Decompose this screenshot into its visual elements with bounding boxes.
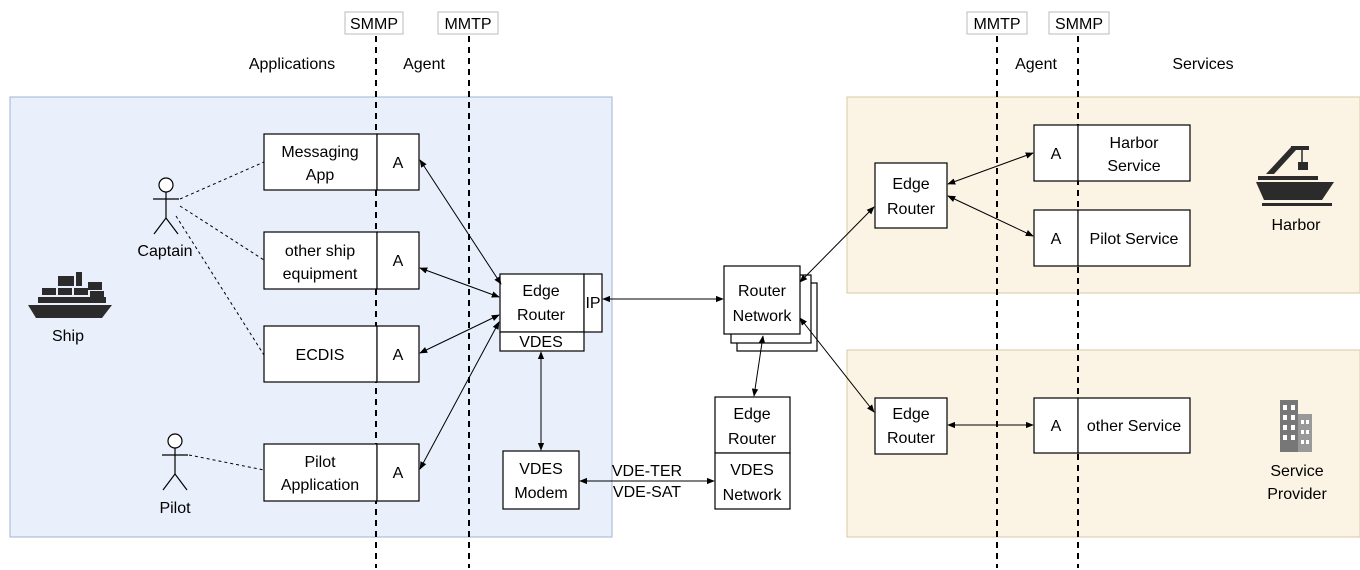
smmp-left-label: SMMP xyxy=(350,16,398,33)
svg-text:Edge: Edge xyxy=(892,176,929,193)
vdes-network-box[interactable]: VDES Network xyxy=(714,452,791,510)
vdes-network-edge-router[interactable]: Edge Router xyxy=(714,396,791,454)
agent-left-heading: Agent xyxy=(403,56,445,73)
svg-text:Router: Router xyxy=(887,201,936,218)
pilot-application-link xyxy=(188,454,265,471)
svg-text:Network: Network xyxy=(733,308,793,325)
svg-text:A: A xyxy=(1051,418,1062,435)
svg-text:other ship: other ship xyxy=(285,243,355,260)
pilot-application-box[interactable]: Pilot Application xyxy=(263,443,378,502)
applications-heading: Applications xyxy=(249,56,335,73)
mmtp-left-label-box xyxy=(437,11,499,35)
ship-router-vdes-port[interactable]: VDES xyxy=(499,331,585,352)
ecdis-box[interactable]: ECDIS xyxy=(263,325,378,383)
svg-text:VDES: VDES xyxy=(519,334,563,351)
ship-zone-label: Ship xyxy=(52,328,84,345)
svg-text:A: A xyxy=(1051,231,1062,248)
equipment-agent-box[interactable]: A xyxy=(376,231,420,290)
svg-text:Pilot: Pilot xyxy=(304,454,336,471)
other-service-box[interactable]: other Service xyxy=(1077,397,1191,454)
svg-text:Router: Router xyxy=(517,307,566,324)
harbor-service-box[interactable]: Harbor Service xyxy=(1077,124,1191,182)
vde-sat-label: VDE-SAT xyxy=(613,484,681,501)
cargo-ship-icon xyxy=(28,272,112,318)
svg-text:A: A xyxy=(393,465,404,482)
mmtp-right-label-box xyxy=(966,11,1028,35)
svg-text:A: A xyxy=(1051,146,1062,163)
svg-text:other Service: other Service xyxy=(1087,418,1181,435)
router-network-stack[interactable]: Router Network xyxy=(723,265,818,352)
services-heading: Services xyxy=(1172,56,1233,73)
svg-text:Router: Router xyxy=(738,283,787,300)
svg-text:VDES: VDES xyxy=(730,462,774,479)
router-network-to-harbor-router-arrow xyxy=(799,206,875,283)
smmp-left-label-box xyxy=(344,11,404,35)
svg-text:Router: Router xyxy=(728,431,777,448)
office-building-icon xyxy=(1280,400,1312,452)
captain-label: Captain xyxy=(137,243,192,260)
service-provider-label-line1: Service xyxy=(1270,463,1323,480)
captain-actor-icon xyxy=(153,177,179,235)
harbor-service-agent-box[interactable]: A xyxy=(1033,124,1079,182)
svg-text:A: A xyxy=(393,253,404,270)
pilot-service-box[interactable]: Pilot Service xyxy=(1077,209,1191,267)
harbor-edge-router[interactable]: Edge Router xyxy=(874,162,948,229)
svg-text:IP: IP xyxy=(585,295,600,312)
vdes-modem-box[interactable]: VDES Modem xyxy=(502,450,580,510)
svg-text:Application: Application xyxy=(281,477,359,494)
pilot-app-to-router-arrow xyxy=(419,321,500,470)
pilot-label: Pilot xyxy=(159,500,191,517)
router-network-to-vdes-network-arrow xyxy=(751,335,766,397)
equipment-to-router-arrow xyxy=(419,267,500,298)
messaging-app-box[interactable]: Messaging App xyxy=(263,133,378,191)
svg-text:equipment: equipment xyxy=(283,266,358,283)
svg-text:Edge: Edge xyxy=(733,406,770,423)
harbor-router-to-pilot-service-arrow xyxy=(947,195,1034,237)
svg-text:Modem: Modem xyxy=(514,485,567,502)
svg-text:Edge: Edge xyxy=(892,406,929,423)
other-service-agent-box[interactable]: A xyxy=(1033,397,1079,454)
svg-text:Network: Network xyxy=(723,487,783,504)
svg-text:VDES: VDES xyxy=(519,461,563,478)
ship-router-ip-port[interactable]: IP xyxy=(583,273,603,333)
svg-text:Harbor: Harbor xyxy=(1110,135,1160,152)
agent-right-heading: Agent xyxy=(1015,56,1057,73)
vde-ter-label: VDE-TER xyxy=(612,463,682,480)
provider-edge-router[interactable]: Edge Router xyxy=(874,397,948,455)
ecdis-agent-box[interactable]: A xyxy=(376,325,420,383)
router-network-to-provider-router-arrow xyxy=(799,317,875,413)
svg-text:A: A xyxy=(393,155,404,172)
other-equipment-box[interactable]: other ship equipment xyxy=(263,231,378,290)
captain-equipment-link xyxy=(179,205,265,261)
pilot-service-agent-box[interactable]: A xyxy=(1033,209,1079,267)
svg-text:App: App xyxy=(306,167,335,184)
svg-text:Service: Service xyxy=(1107,158,1160,175)
svg-text:Messaging: Messaging xyxy=(281,144,358,161)
mmtp-left-label: MMTP xyxy=(444,16,491,33)
svg-text:ECDIS: ECDIS xyxy=(296,347,345,364)
messaging-agent-box[interactable]: A xyxy=(376,133,420,191)
svg-text:Edge: Edge xyxy=(522,283,559,300)
harbor-router-to-harbor-service-arrow xyxy=(947,152,1034,185)
pilot-actor-icon xyxy=(162,433,188,491)
ship-edge-router[interactable]: Edge Router xyxy=(499,273,585,333)
svg-text:Router: Router xyxy=(887,430,936,447)
messaging-to-router-arrow xyxy=(419,159,502,285)
harbor-crane-ship-icon xyxy=(1256,146,1334,206)
svg-text:Pilot Service: Pilot Service xyxy=(1090,231,1179,248)
smmp-right-label-box xyxy=(1048,11,1110,35)
smmp-right-label: SMMP xyxy=(1055,16,1103,33)
pilot-agent-box[interactable]: A xyxy=(376,443,420,502)
harbor-zone-label: Harbor xyxy=(1272,217,1322,234)
mmtp-right-label: MMTP xyxy=(973,16,1020,33)
svg-text:A: A xyxy=(393,347,404,364)
service-provider-label-line2: Provider xyxy=(1267,486,1327,503)
